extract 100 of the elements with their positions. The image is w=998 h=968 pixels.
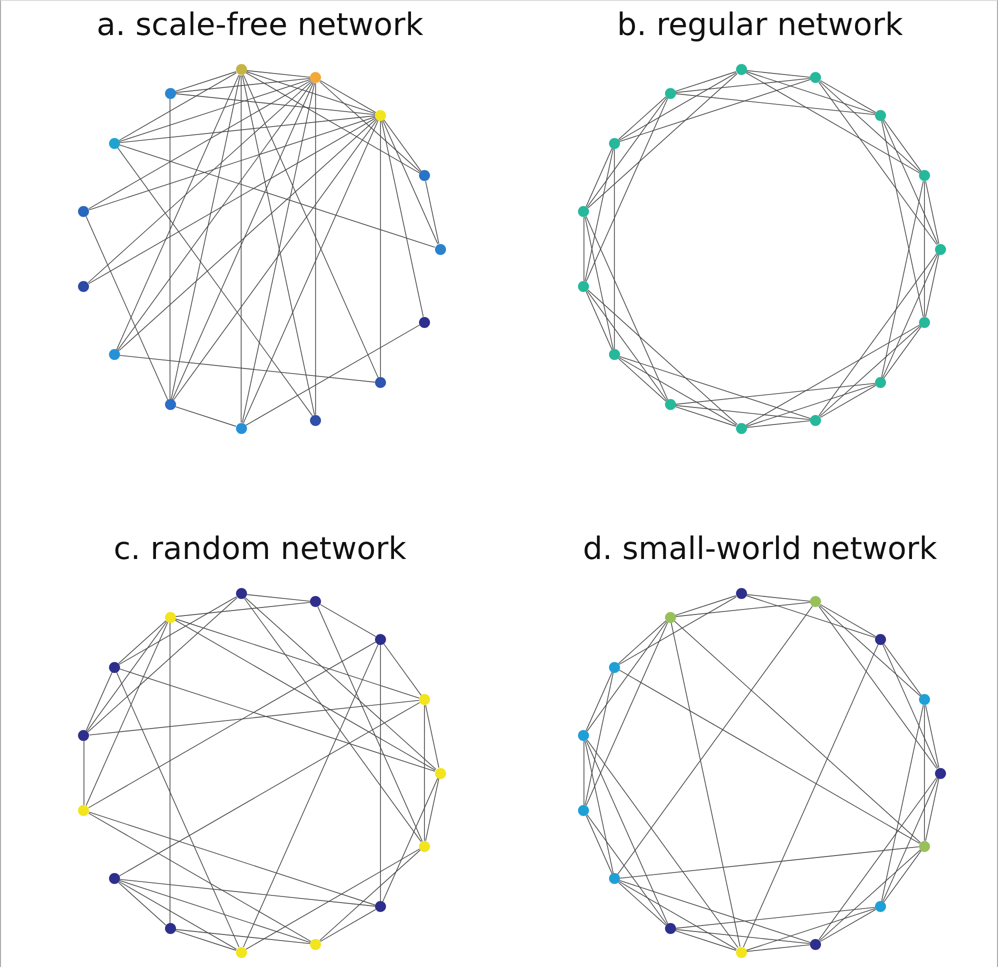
edge-line: [820, 909, 876, 942]
edge-line: [175, 78, 311, 93]
edge-line: [819, 326, 921, 417]
edge-line: [424, 704, 425, 842]
edge-line: [89, 700, 420, 736]
network-node: [108, 662, 120, 673]
edge-line: [618, 358, 666, 402]
edge-line: [425, 180, 440, 244]
edge-line: [883, 850, 922, 903]
edge-line: [244, 598, 422, 842]
network-node: [236, 422, 247, 434]
network-node: [810, 414, 822, 426]
edge-line: [588, 73, 738, 208]
edge-line: [746, 908, 876, 951]
edge-line: [924, 704, 925, 842]
network-node: [78, 206, 90, 218]
edge-line: [882, 778, 938, 902]
edge-line: [86, 622, 168, 806]
edge-line: [119, 354, 376, 383]
edge-line: [674, 595, 736, 616]
edge-line: [618, 670, 920, 844]
edge-line: [746, 944, 811, 952]
edge-line: [586, 291, 613, 350]
network-node: [78, 280, 90, 292]
edge-line: [315, 82, 316, 416]
edge-line: [618, 881, 737, 950]
network-node: [918, 170, 930, 182]
network-node: [608, 873, 620, 884]
edge-line: [244, 597, 436, 770]
edge-line: [924, 180, 925, 318]
edge-line: [584, 148, 614, 282]
edge-line: [117, 147, 313, 416]
edge-line: [619, 79, 811, 142]
edge-line: [119, 668, 436, 772]
edge-line: [174, 406, 236, 427]
edge-line: [246, 594, 311, 602]
panel-title: a. scale-free network: [96, 7, 424, 43]
edge-line: [925, 704, 940, 768]
network-node: [874, 634, 886, 645]
edge-line: [820, 385, 876, 418]
network-node: [78, 730, 90, 742]
network-node: [934, 244, 946, 254]
edge-line: [743, 644, 879, 948]
edge-line: [586, 148, 613, 207]
network-node: [164, 612, 176, 623]
network-node: [934, 768, 946, 778]
network-node: [374, 377, 386, 388]
network-node: [918, 694, 930, 706]
edge-line: [674, 930, 736, 951]
edge-line: [675, 405, 811, 420]
edge-line: [88, 80, 312, 210]
edge-line: [746, 71, 876, 114]
edge-line: [674, 71, 736, 92]
network-node: [736, 64, 747, 76]
edge-line: [882, 644, 938, 768]
edge-line: [88, 812, 376, 906]
network-node: [578, 206, 590, 218]
edge-line: [383, 643, 422, 696]
edge-line: [174, 71, 236, 92]
edge-line: [883, 119, 922, 172]
edge-line: [118, 72, 237, 141]
network-node: [434, 244, 446, 254]
network-node: [418, 170, 430, 182]
edge-line: [586, 98, 668, 282]
network-node: [736, 946, 747, 958]
network-node: [874, 901, 886, 912]
network-node: [810, 938, 822, 950]
network-node: [78, 804, 90, 816]
edge-line: [586, 740, 668, 924]
edge-line: [118, 882, 166, 926]
network-node: [108, 873, 120, 884]
edge-line: [320, 909, 376, 942]
edge-line: [119, 115, 376, 144]
edge-line: [88, 81, 312, 284]
edge-line: [818, 82, 938, 245]
network-node: [918, 840, 930, 852]
network-node: [608, 662, 620, 673]
edge-line: [118, 881, 237, 950]
edge-line: [117, 82, 313, 351]
edge-line: [319, 81, 421, 172]
edge-line: [675, 906, 876, 929]
edge-line: [820, 80, 876, 113]
edge-line: [175, 93, 376, 116]
edge-line: [246, 72, 420, 174]
edge-line: [243, 644, 379, 948]
edge-line: [925, 180, 940, 244]
edge-line: [119, 144, 436, 248]
edge-line: [382, 120, 438, 244]
edge-line: [317, 606, 423, 842]
edge-line: [618, 96, 666, 140]
edge-line: [425, 704, 440, 768]
network-node: [736, 422, 747, 434]
edge-line: [383, 119, 422, 172]
network-node: [418, 694, 430, 706]
edge-line: [118, 118, 377, 352]
network-node: [310, 596, 322, 608]
edge-line: [819, 850, 921, 941]
edge-line: [586, 290, 668, 401]
edge-line: [675, 382, 876, 405]
network-node: [810, 72, 822, 84]
